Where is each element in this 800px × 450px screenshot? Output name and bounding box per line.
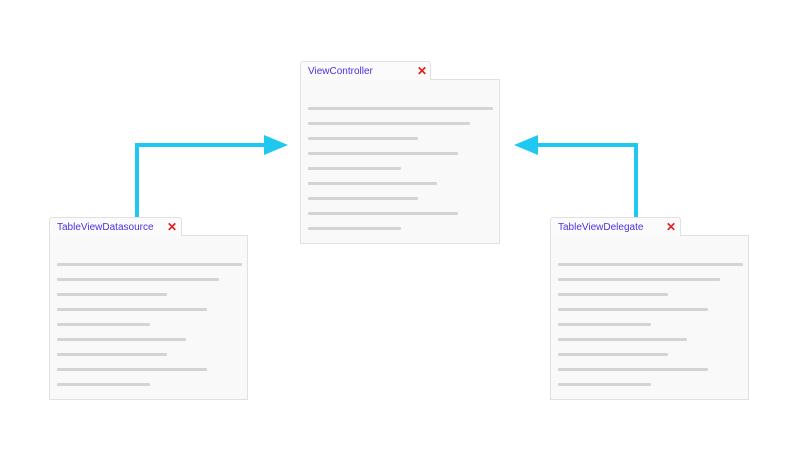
placeholder-line [558,308,708,311]
placeholder-line [558,278,720,281]
placeholder-line [558,383,651,386]
placeholder-line [308,137,418,140]
placeholder-line [558,263,743,266]
tableviewdatasource-tab[interactable]: TableViewDatasource ✕ [49,217,182,236]
arrow-delegate-line [536,143,638,219]
placeholder-line [57,353,167,356]
tableviewdatasource-tab-title: TableViewDatasource [57,222,154,233]
placeholder-line [308,212,458,215]
placeholder-line [558,323,651,326]
placeholder-line [57,263,242,266]
placeholder-line [308,107,493,110]
placeholder-line [57,323,150,326]
tableviewdatasource-content [49,235,248,400]
placeholder-line [57,278,219,281]
placeholder-line [57,368,207,371]
viewcontroller-tab[interactable]: ViewController ✕ [300,61,431,80]
placeholder-line [57,338,186,341]
placeholder-line [308,182,437,185]
placeholder-line [308,197,418,200]
placeholder-line [308,122,470,125]
arrow-datasource-to-viewcontroller [135,135,288,219]
placeholder-line [558,368,708,371]
placeholder-line [57,293,167,296]
viewcontroller-tab-title: ViewController [308,66,373,77]
close-icon[interactable]: ✕ [417,64,428,78]
placeholder-line [558,353,668,356]
placeholder-line [57,383,150,386]
tableviewdelegate-tab[interactable]: TableViewDelegate ✕ [550,217,681,236]
placeholder-line [308,227,401,230]
placeholder-line [57,308,207,311]
placeholder-line [308,167,401,170]
tableviewdelegate-tab-title: TableViewDelegate [558,222,644,233]
arrow-datasource-line [135,143,266,219]
tableviewdelegate-content [550,235,749,400]
viewcontroller-content [300,79,500,244]
arrow-delegate-to-viewcontroller [514,135,638,219]
arrow-delegate-head [514,135,538,155]
arrow-datasource-head [264,135,288,155]
placeholder-line [558,293,668,296]
close-icon[interactable]: ✕ [666,220,677,234]
placeholder-line [558,338,687,341]
close-icon[interactable]: ✕ [167,220,178,234]
placeholder-line [308,152,458,155]
